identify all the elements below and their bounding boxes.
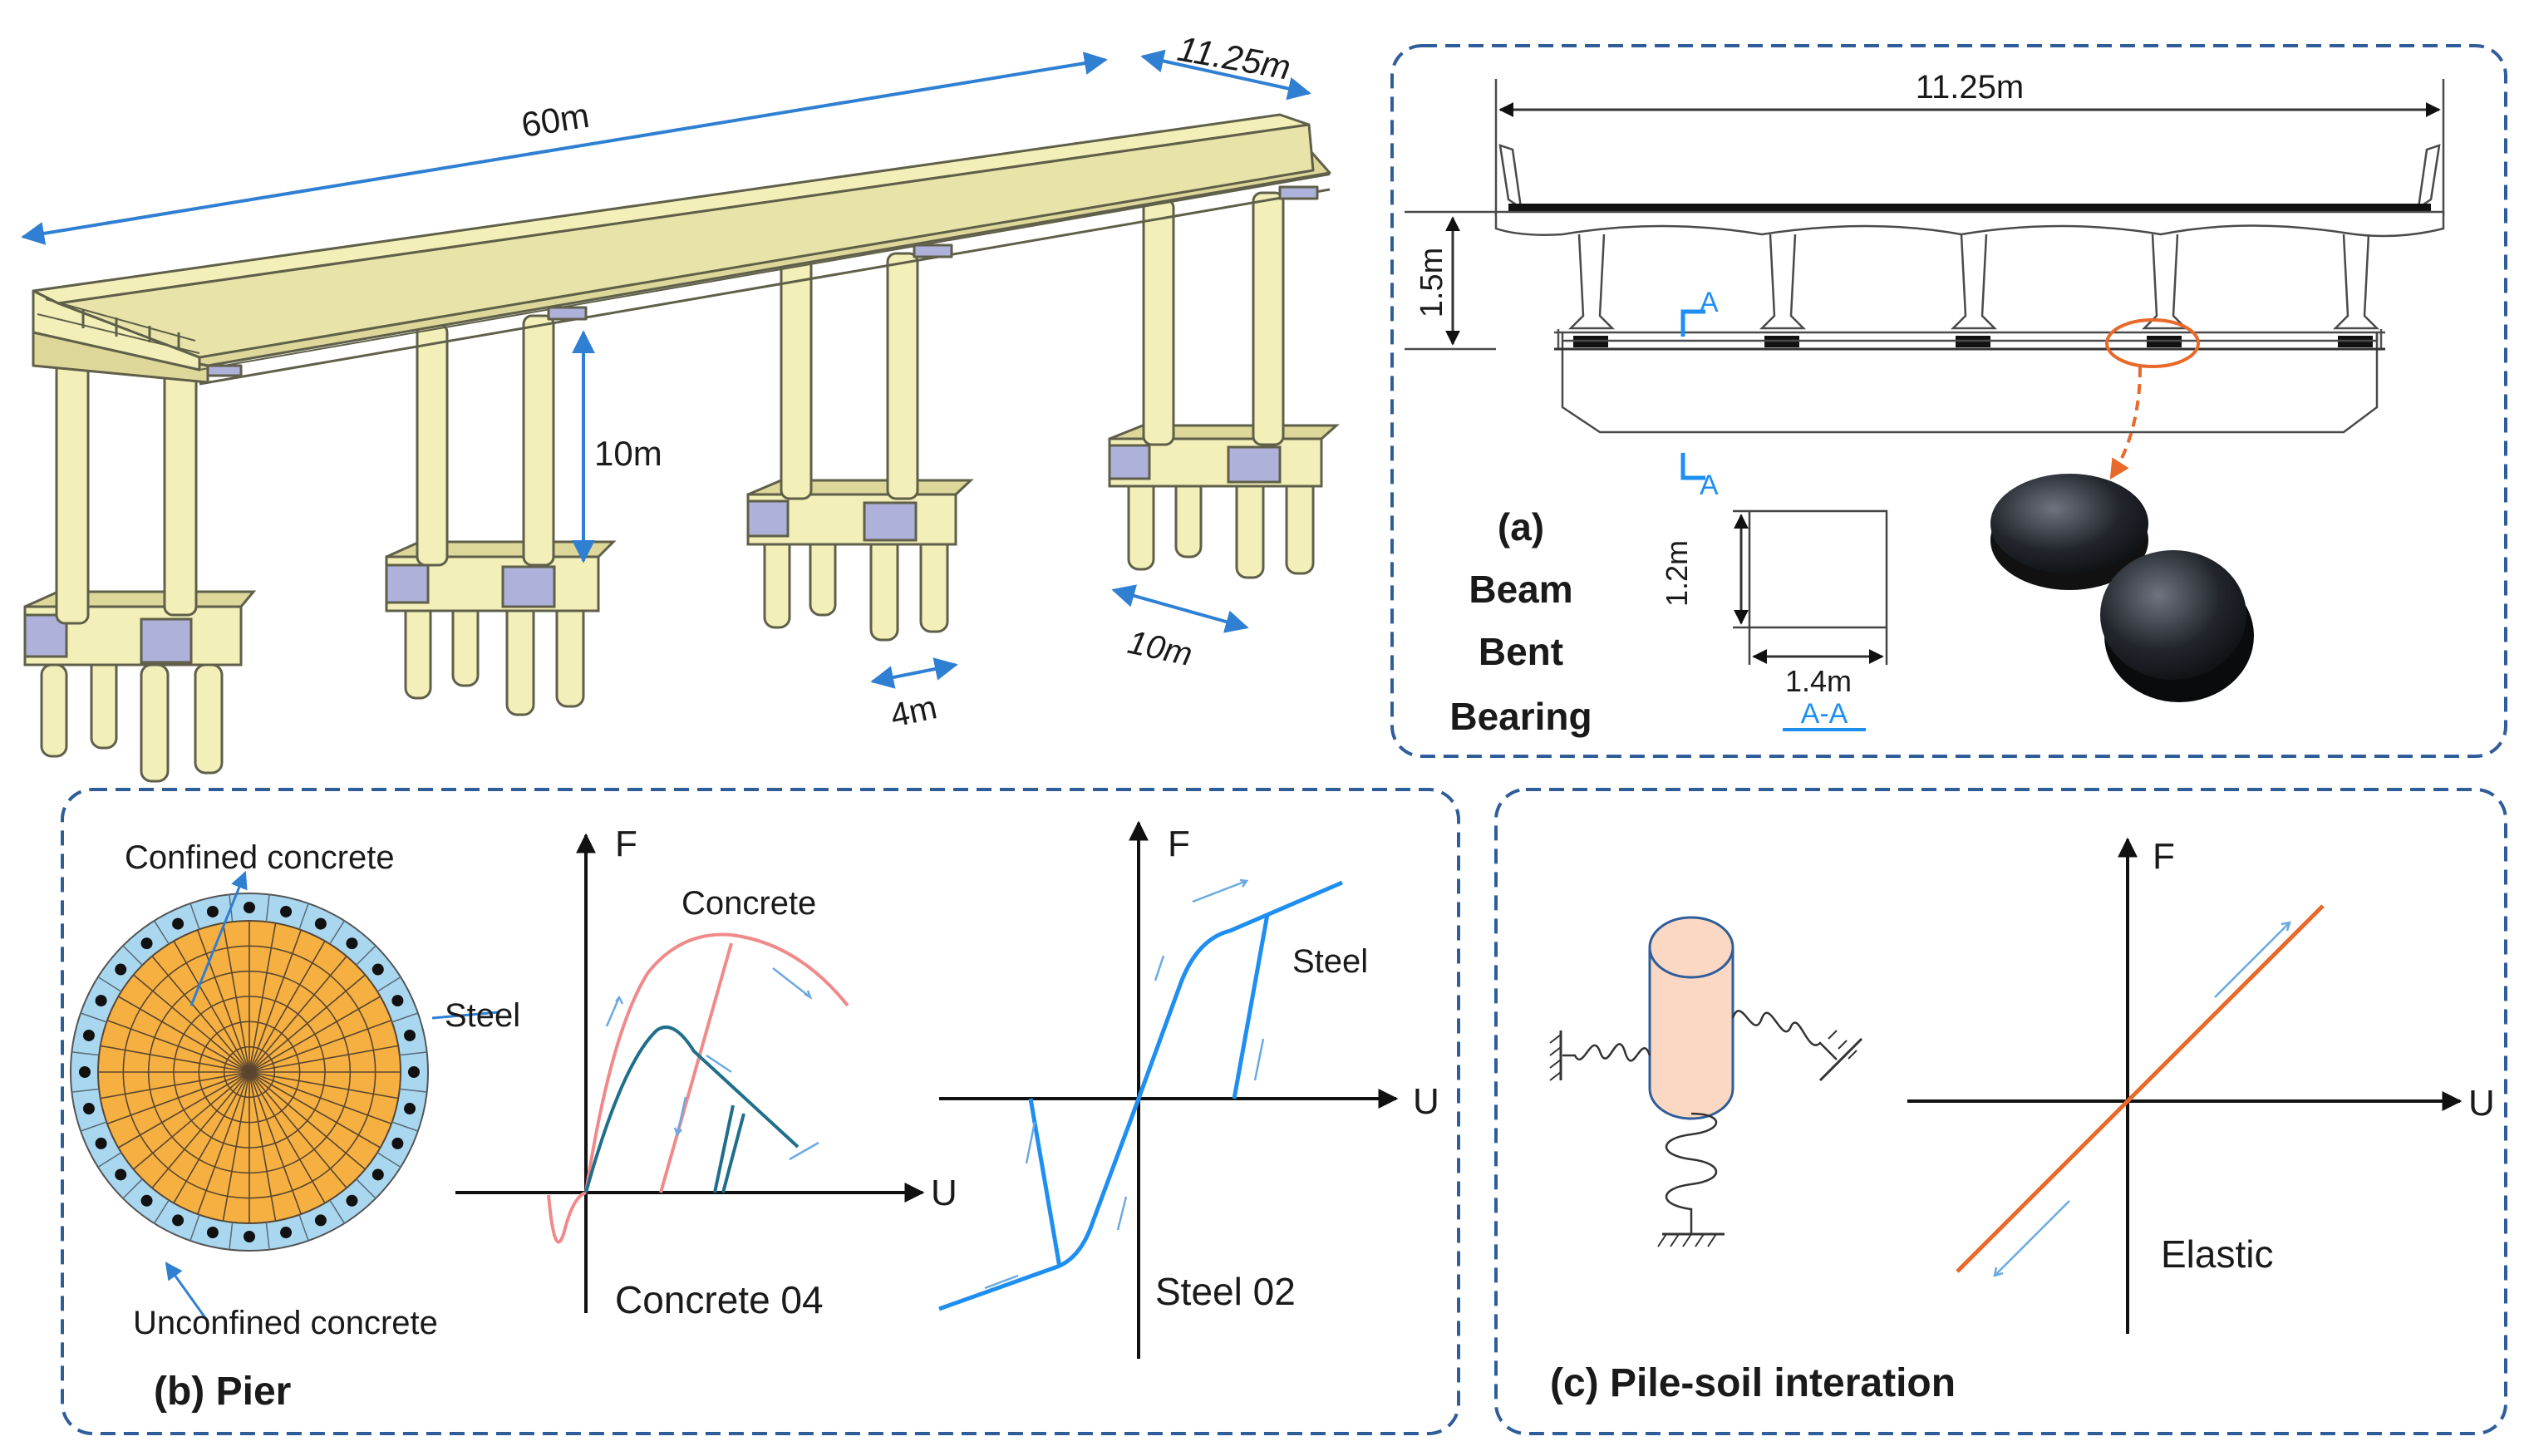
bridge-dimensions: 60m 11.25m 10m 4m 10m: [21, 29, 1311, 735]
rebar-fiber: [206, 1227, 219, 1239]
leader-confined: [189, 871, 248, 1006]
rebar-fiber: [140, 937, 153, 950]
rebar-fiber: [408, 1066, 420, 1078]
panel-a-cross-section: [1405, 79, 2445, 434]
concrete-chart: [455, 833, 925, 1313]
panel-c-frame: [1494, 788, 2507, 1435]
rebar-fiber: [79, 1066, 91, 1078]
rebar-fiber: [404, 1029, 416, 1041]
dim-length-text: 60m: [519, 96, 592, 145]
dim-cap-line: [1111, 584, 1249, 633]
dim-cap-text: 10m: [1124, 624, 1195, 673]
label-unconfined-concrete: Unconfined concrete: [133, 1305, 438, 1341]
label-steel-fiber: Steel: [445, 997, 520, 1034]
bridge-deck: [32, 113, 1331, 386]
panel-a-frame: [1390, 44, 2507, 758]
rebar-fiber: [314, 1214, 327, 1227]
bearing-highlight: [2105, 318, 2200, 368]
leader-steel: [431, 1011, 499, 1020]
panel-a-deck-width: 11.25m: [1916, 69, 2024, 106]
section-cut-mark: A A: [1680, 287, 1719, 501]
rebar-fiber: [115, 1168, 127, 1181]
rebar-fiber: [391, 1137, 404, 1149]
rebar-fiber: [82, 1029, 95, 1041]
steel-curve-label: Steel: [1292, 943, 1368, 980]
steel-axis-f: F: [1168, 824, 1190, 864]
pier-bent-2: [385, 314, 617, 716]
pier-bent-4: [1108, 191, 1340, 579]
section-width: 1.4m: [1785, 664, 1852, 698]
dim-length-line: [21, 52, 1108, 245]
elastic-axis-u: U: [2468, 1083, 2495, 1124]
rebar-fiber: [82, 1103, 95, 1115]
panel-c-title: (c) Pile-soil interation: [1550, 1361, 1956, 1405]
panel-a-title-letter: (a): [1498, 505, 1544, 548]
bridge-3d-model: [23, 113, 1340, 783]
dim-pile-spacing-line: [870, 657, 958, 689]
rebar-fiber: [314, 917, 327, 930]
elastic-chart: [1907, 837, 2463, 1334]
panel-a-girder-depth: 1.5m: [1415, 248, 1449, 317]
rebar-fiber: [172, 917, 185, 930]
elastic-model-label: Elastic: [2161, 1232, 2273, 1276]
rebar-fiber: [371, 963, 384, 976]
rebar-fiber: [371, 1168, 384, 1181]
rebar-fiber: [172, 1214, 185, 1227]
section-height: 1.2m: [1660, 540, 1694, 607]
panel-b-title: (b) Pier: [154, 1370, 291, 1414]
rebar-fiber: [404, 1103, 416, 1115]
elastic-axis-f: F: [2153, 836, 2175, 877]
dim-pier-height-text: 10m: [594, 434, 662, 473]
rebar-fiber: [391, 995, 404, 1007]
rebar-fiber: [346, 937, 358, 950]
concrete-model-label: Concrete 04: [615, 1278, 824, 1321]
rebar-fiber: [244, 1231, 255, 1242]
dim-pile-spacing-text: 4m: [888, 689, 941, 735]
rebar-fiber: [280, 1227, 293, 1239]
concrete-axis-f: F: [615, 824, 637, 864]
rebar-fiber: [346, 1194, 358, 1207]
steel-chart: [938, 820, 1399, 1359]
rebar-fiber: [95, 1137, 107, 1149]
panel-a-title-bearing: Bearing: [1449, 695, 1592, 738]
concrete-axis-u: U: [931, 1173, 957, 1213]
concrete-curve-label: Concrete: [681, 885, 816, 922]
section-label: A-A: [1801, 698, 1848, 730]
pier-bent-3: [746, 252, 974, 642]
panel-b-frame: [61, 788, 1460, 1435]
rebar-fiber: [95, 995, 107, 1007]
panel-a-title-beam: Beam: [1469, 568, 1572, 611]
rebar-fiber: [244, 902, 255, 913]
column-section: [1733, 509, 1888, 665]
section-mark-bottom: A: [1700, 470, 1719, 501]
girders: [1567, 234, 2380, 330]
pile-spring-model: [1549, 916, 1863, 1247]
steel-axis-u: U: [1413, 1081, 1439, 1122]
fiber-section: [70, 893, 429, 1252]
rebar-fiber: [115, 963, 127, 976]
rebar-fiber: [140, 1194, 153, 1207]
dim-width-line: [1140, 49, 1311, 101]
pier-bent-1: [23, 356, 257, 783]
leader-unconfined: [165, 1262, 209, 1322]
label-confined-concrete: Confined concrete: [125, 839, 395, 876]
steel-model-label: Steel 02: [1155, 1270, 1296, 1313]
rebar-fiber: [280, 905, 293, 917]
bearing-leader: [2109, 366, 2142, 480]
rebar-fiber: [206, 905, 219, 917]
rubber-bearing-image: [1990, 474, 2254, 702]
panel-a-title-bent: Bent: [1479, 630, 1563, 673]
section-mark-top: A: [1700, 287, 1719, 318]
